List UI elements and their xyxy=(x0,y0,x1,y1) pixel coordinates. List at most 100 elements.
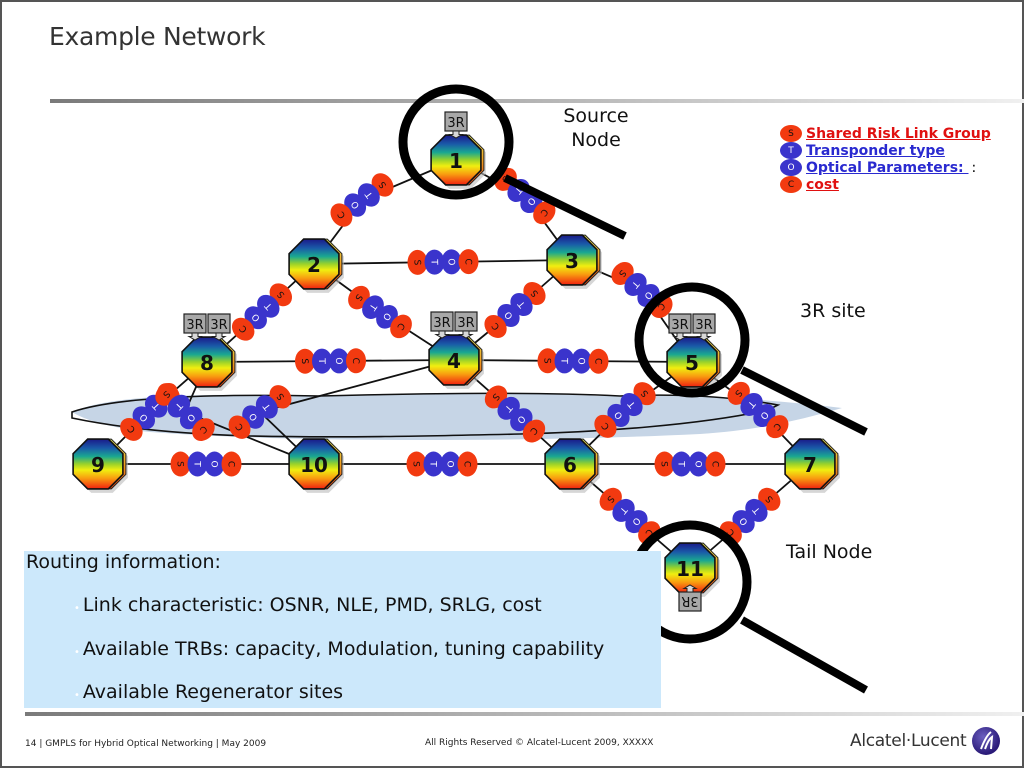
legend-optical-suffix: : xyxy=(971,159,977,176)
cost-bead: C xyxy=(221,451,242,477)
svg-text:O: O xyxy=(758,409,770,421)
transponder-bead: T xyxy=(423,451,444,477)
3r-site-label: 3R site xyxy=(800,300,866,322)
svg-text:S: S xyxy=(604,493,615,504)
svg-text:T: T xyxy=(364,189,376,201)
optical-bead: O xyxy=(688,451,709,477)
legend-transponder-link[interactable]: Transponder type xyxy=(806,142,945,159)
bullet-icon: • xyxy=(74,690,80,701)
svg-text:O: O xyxy=(613,409,625,421)
srlg-bead: S xyxy=(170,451,191,477)
node-6[interactable]: 6 xyxy=(544,438,600,493)
transponder-bead: T xyxy=(312,348,333,374)
svg-text:S: S xyxy=(659,461,669,467)
svg-text:O: O xyxy=(248,411,260,423)
regenerator-3r-icon: 3R xyxy=(444,111,468,139)
svg-text:O: O xyxy=(209,460,219,467)
node-7[interactable]: 7 xyxy=(784,438,840,493)
node-10[interactable]: 10 xyxy=(288,438,344,493)
svg-text:O: O xyxy=(503,309,515,321)
svg-text:C: C xyxy=(226,461,236,467)
cost-bead: C xyxy=(390,314,412,339)
node-1[interactable]: 13R xyxy=(430,111,486,189)
svg-text:T: T xyxy=(626,398,638,410)
cost-bead: C xyxy=(458,249,479,275)
source-node-label: Source Node xyxy=(548,104,644,152)
cost-bead-icon: C xyxy=(780,176,802,193)
legend-srlg-link[interactable]: Shared Risk Link Group xyxy=(806,125,991,142)
svg-text:C: C xyxy=(238,323,250,334)
optical-bead: O xyxy=(441,249,462,275)
node-3[interactable]: 3 xyxy=(546,234,602,289)
cost-bead: C xyxy=(533,201,556,225)
bullet-icon: • xyxy=(74,603,80,614)
svg-text:3R: 3R xyxy=(671,318,688,333)
legend-item-transponder: T Transponder type xyxy=(780,142,991,159)
svg-text:C: C xyxy=(527,425,539,436)
cost-bead: C xyxy=(192,418,215,441)
svg-text:S: S xyxy=(377,179,389,190)
logo-mark-icon xyxy=(972,727,1001,755)
legend-cost-link[interactable]: cost xyxy=(806,176,839,193)
bullet-icon: • xyxy=(74,647,80,658)
srlg-bead: S xyxy=(654,451,675,477)
svg-text:S: S xyxy=(529,287,541,298)
cost-bead: C xyxy=(231,317,255,341)
cost-bead: C xyxy=(457,451,478,477)
svg-text:S: S xyxy=(732,387,743,398)
node-label: 7 xyxy=(803,453,817,477)
transponder-bead: T xyxy=(187,451,208,477)
link-attribute-beads: STOCSTOCSTOCSTOCSTOCSTOCSTOCSTOCSTOCSTOC… xyxy=(120,167,793,548)
routing-info-item-text: Available Regenerator sites xyxy=(82,681,344,703)
legend-optical-link[interactable]: Optical Parameters: xyxy=(806,159,969,176)
svg-text:3R: 3R xyxy=(210,318,227,333)
svg-text:O: O xyxy=(333,357,343,364)
node-5[interactable]: 5 3R 3R xyxy=(666,313,722,391)
cost-bead: C xyxy=(705,451,726,477)
srlg-bead: S xyxy=(406,451,427,477)
node-label: 8 xyxy=(200,351,214,375)
cost-bead: C xyxy=(120,418,143,441)
regenerator-3r-icon: 3R xyxy=(678,584,702,612)
node-label: 5 xyxy=(685,351,699,375)
optical-bead: O xyxy=(204,451,225,477)
svg-text:3R: 3R xyxy=(695,318,712,333)
node-2[interactable]: 2 xyxy=(288,238,344,293)
svg-text:S: S xyxy=(175,461,185,467)
source-node-label-line1: Source xyxy=(563,105,629,127)
svg-text:S: S xyxy=(352,292,364,303)
svg-text:S: S xyxy=(299,358,309,364)
svg-text:O: O xyxy=(250,311,262,323)
routing-info-item-text: Available TRBs: capacity, Modulation, tu… xyxy=(82,638,605,660)
svg-text:S: S xyxy=(489,391,500,402)
cost-bead: C xyxy=(228,415,251,439)
node-label: 2 xyxy=(307,253,321,277)
optical-bead-icon: O xyxy=(780,159,802,176)
svg-text:C: C xyxy=(234,421,246,432)
routing-info-item: •Available Regenerator sites xyxy=(74,681,343,703)
node-9[interactable]: 9 xyxy=(72,438,128,493)
regenerator-3r-icon: 3R xyxy=(668,313,692,341)
svg-text:3R: 3R xyxy=(433,316,450,331)
